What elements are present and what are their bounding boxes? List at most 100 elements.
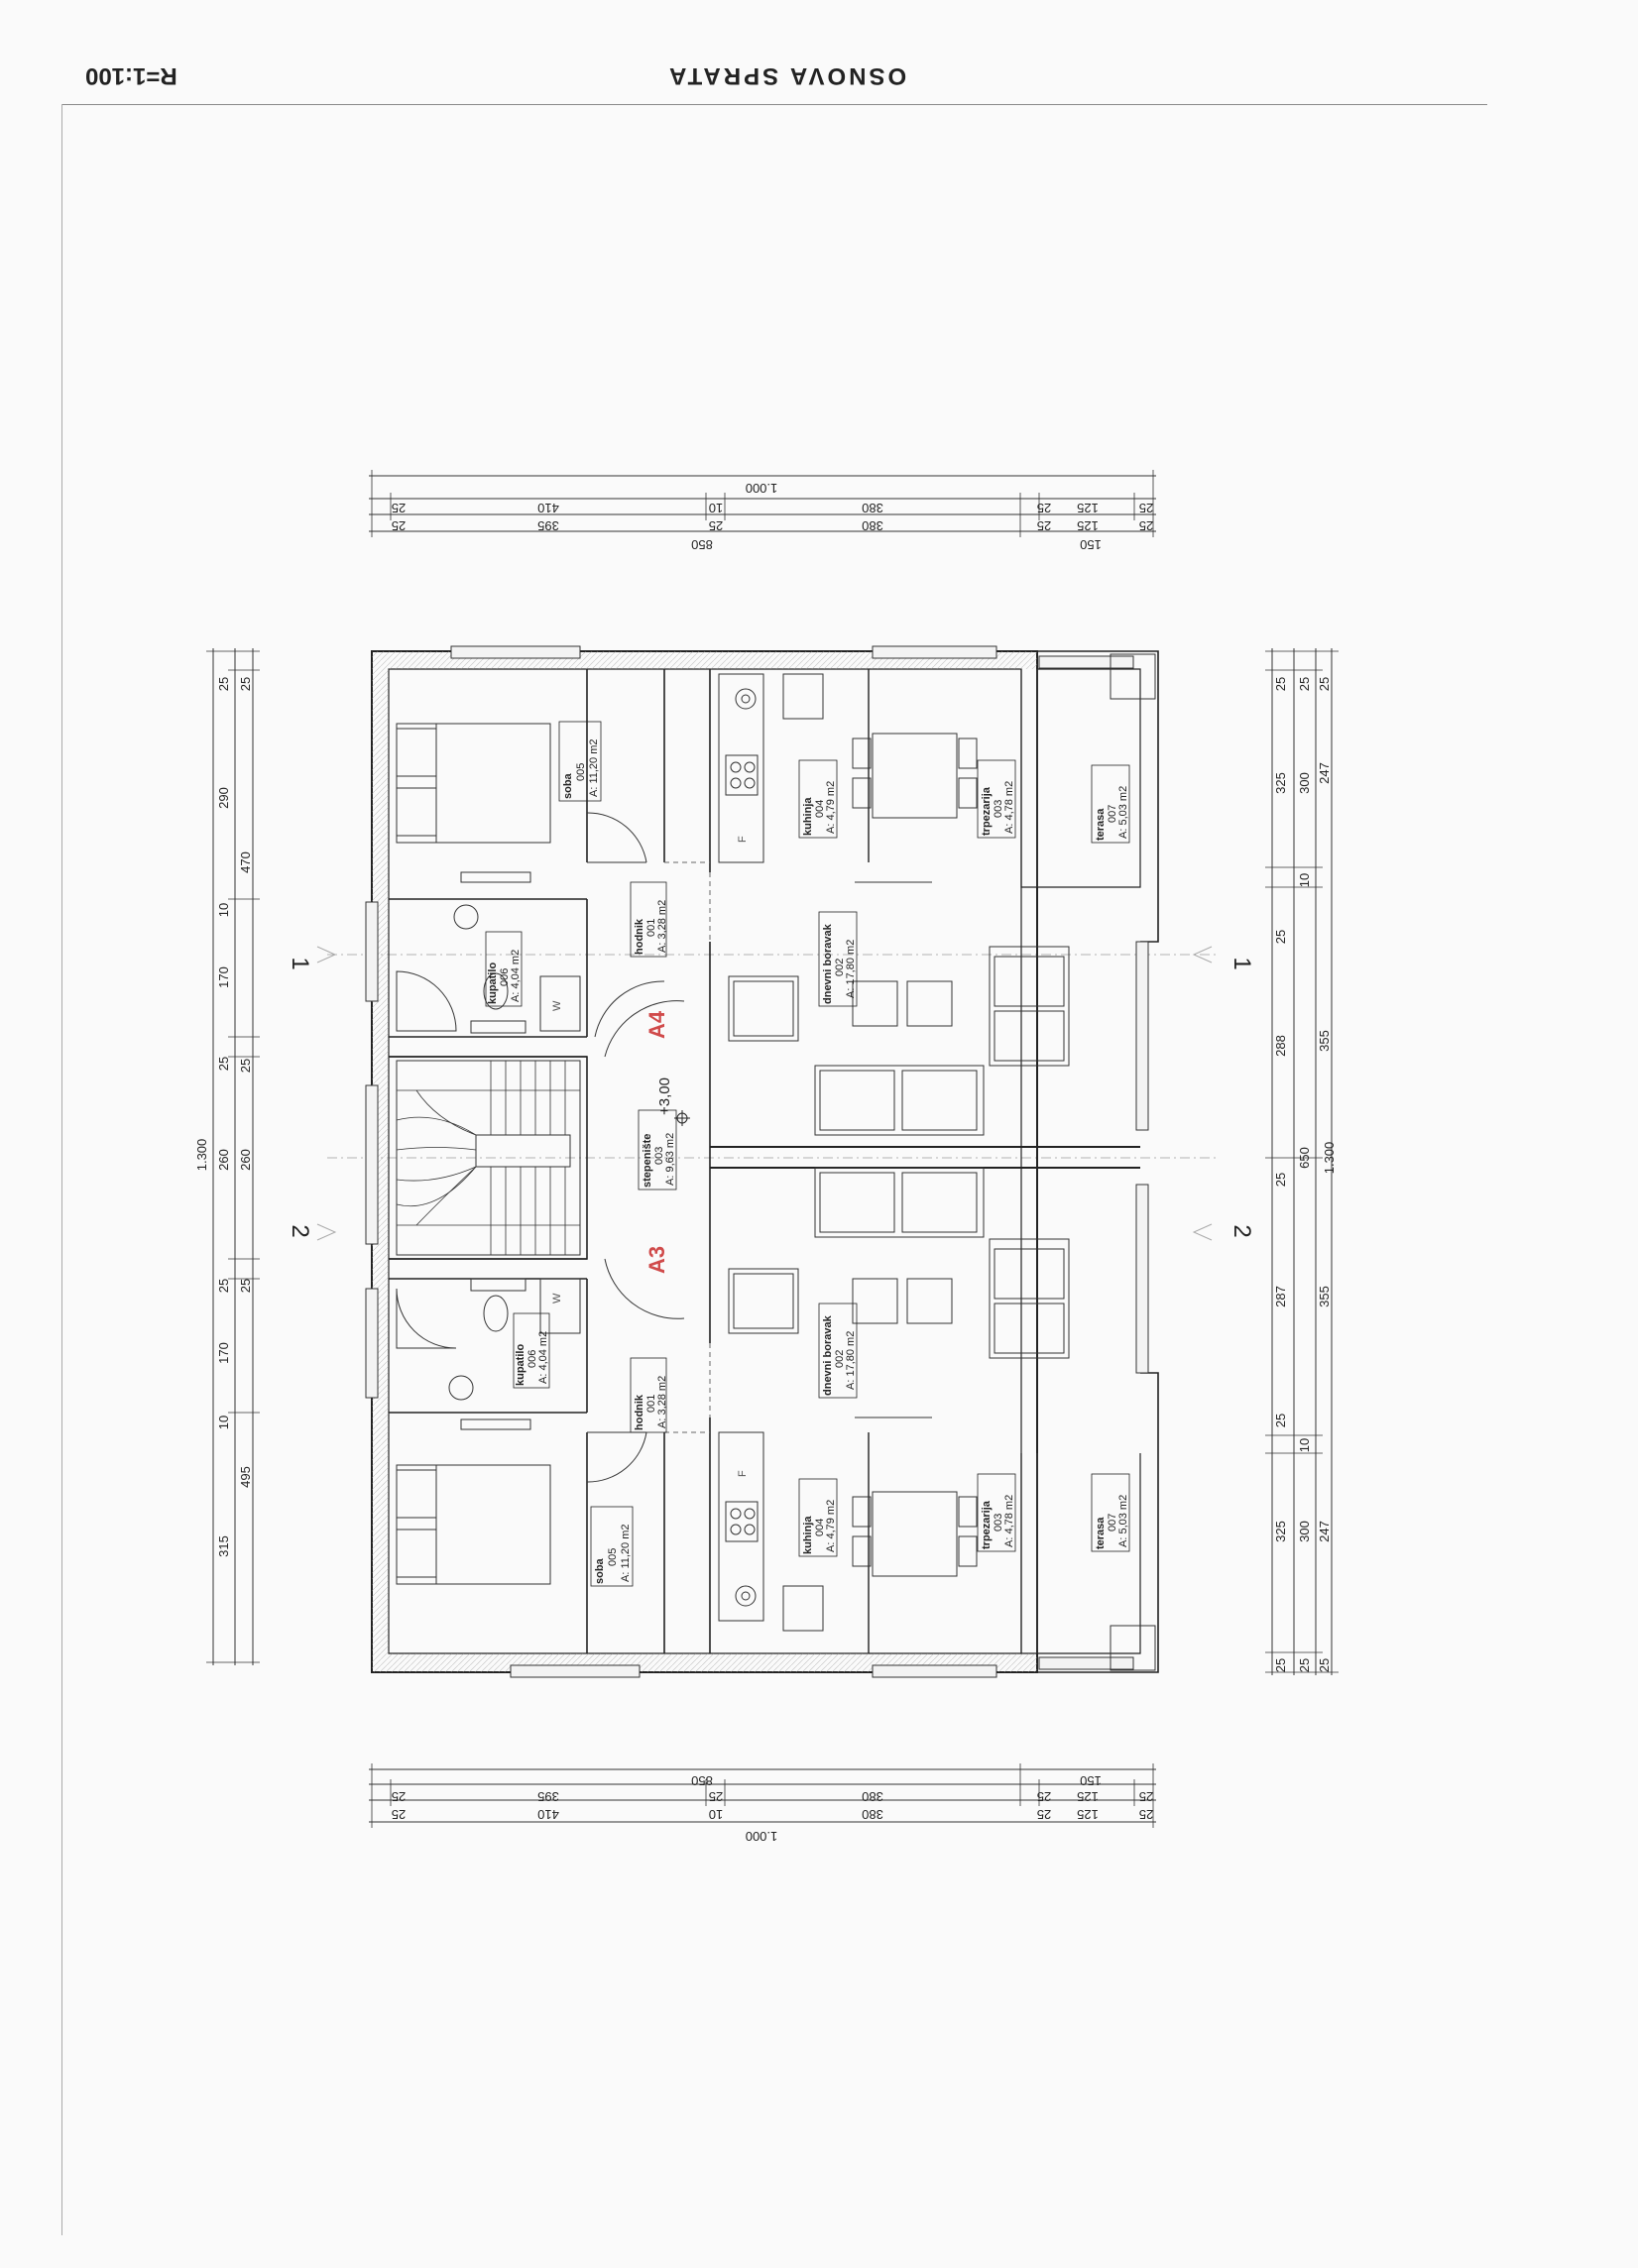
- window-left-stair: [365, 1084, 379, 1245]
- toilet-bottom: [448, 1375, 474, 1401]
- dim-label: 25: [1273, 1658, 1288, 1672]
- margin-rule: [61, 104, 62, 2235]
- dim-label: 325: [1273, 772, 1288, 794]
- shower-bottom: [396, 1288, 457, 1349]
- svg-text:A: 4,04 m2: A: 4,04 m2: [537, 1331, 549, 1384]
- window-left-bath: [365, 901, 379, 1002]
- window-right-living2: [1135, 1184, 1149, 1374]
- wall-fill: [372, 651, 1037, 1672]
- dining-table-bottom: [872, 1491, 958, 1577]
- section-marker-2-left: 2: [287, 1224, 313, 1237]
- dim-label: 25: [1297, 677, 1312, 691]
- room-top-trpezarija: trpezarija 003 A: 4,78 m2: [977, 759, 1016, 839]
- room-bottom-kuhinja: kuhinja 004 A: 4,79 m2: [798, 1478, 838, 1557]
- dim-label: 290: [216, 787, 231, 809]
- header-rule: [61, 104, 1487, 105]
- walls: [371, 650, 1159, 1673]
- svg-text:A: 4,04 m2: A: 4,04 m2: [510, 950, 522, 1002]
- dim-label: 25: [216, 1057, 231, 1071]
- outer-wall-inner: [388, 668, 1022, 1654]
- svg-text:dnevni boravak: dnevni boravak: [822, 1314, 834, 1396]
- dim-label: 287: [1273, 1286, 1288, 1307]
- washer-label-bottom: W: [551, 1293, 563, 1304]
- dim-label: 25: [238, 677, 253, 691]
- dim-label: 25: [392, 1789, 406, 1804]
- dim-label: 410: [537, 501, 559, 515]
- dim-label: 125: [1077, 501, 1099, 515]
- dim-label: 10: [216, 1416, 231, 1429]
- svg-text:A: 3,28 m2: A: 3,28 m2: [656, 1376, 668, 1428]
- svg-text:trpezarija: trpezarija: [981, 786, 993, 836]
- window-top-dining: [872, 645, 997, 659]
- window-top-bedroom: [450, 645, 581, 659]
- room-bottom-kupatilo: kupatilo 006 A: 4,04 m2: [513, 1312, 550, 1389]
- section-marker-2-right: 2: [1228, 1224, 1255, 1237]
- svg-text:A: 9,63 m2: A: 9,63 m2: [664, 1133, 676, 1186]
- kitchen-counter-bottom: [718, 1431, 764, 1622]
- dim-label: 850: [691, 537, 713, 552]
- dim-label: 410: [537, 1807, 559, 1822]
- outer-wall: [371, 650, 1038, 1673]
- right-dimensions: [1265, 648, 1339, 1675]
- dim-top-total: 1.000: [746, 481, 778, 496]
- dim-bottom-total: 1.000: [746, 1829, 778, 1844]
- dim-label: 395: [537, 518, 559, 533]
- dim-label: 650: [1297, 1147, 1312, 1169]
- dim-label: 125: [1077, 1789, 1099, 1804]
- room-bottom-hodnik: hodnik 001 A: 3,28 m2: [630, 1357, 668, 1433]
- dim-label: 25: [238, 1059, 253, 1073]
- dim-label: 25: [1139, 1789, 1153, 1804]
- dim-label: 25: [1273, 1414, 1288, 1427]
- svg-text:A: 17,80 m2: A: 17,80 m2: [845, 940, 857, 998]
- sofa-bottom-right: [989, 1238, 1070, 1359]
- fridge-label-top: F: [737, 836, 749, 843]
- dim-label: 10: [216, 903, 231, 917]
- dim-label: 470: [238, 851, 253, 873]
- svg-text:001: 001: [645, 919, 657, 937]
- svg-text:A: 11,20 m2: A: 11,20 m2: [620, 1525, 632, 1583]
- level-marker-icon: [674, 1110, 690, 1126]
- svg-text:007: 007: [1107, 1514, 1118, 1531]
- washer-label-top: W: [551, 1000, 563, 1011]
- dim-label: 260: [238, 1149, 253, 1171]
- dim-label: 380: [862, 1807, 883, 1822]
- dim-label: 10: [1297, 1438, 1312, 1452]
- dim-right-total: 1.300: [1322, 1142, 1337, 1175]
- dim-label: 25: [709, 1789, 723, 1804]
- dim-label: 247: [1317, 762, 1332, 784]
- svg-text:A: 4,78 m2: A: 4,78 m2: [1003, 781, 1015, 834]
- dim-label: 288: [1273, 1035, 1288, 1057]
- svg-text:007: 007: [1107, 805, 1118, 823]
- dim-label: 25: [1037, 518, 1051, 533]
- room-top-kuhinja: kuhinja 004 A: 4,79 m2: [798, 759, 838, 839]
- svg-text:A: 4,79 m2: A: 4,79 m2: [825, 1500, 837, 1552]
- svg-text:dnevni boravak: dnevni boravak: [822, 923, 834, 1004]
- right-dim-labels: 25 325 25 288 25 287 25 325 25 25 300 10…: [1273, 677, 1337, 1672]
- svg-text:kupatilo: kupatilo: [487, 963, 499, 1004]
- dim-label: 25: [1139, 501, 1153, 515]
- room-top-soba: soba 005 A: 11,20 m2: [558, 721, 602, 802]
- dim-label: 380: [862, 518, 883, 533]
- window-bottom-bedroom: [510, 1664, 641, 1678]
- svg-text:002: 002: [834, 959, 846, 976]
- door-top-apartment: [604, 1000, 685, 1058]
- section-marker-1-left: 1: [287, 957, 313, 969]
- dim-label: 355: [1317, 1286, 1332, 1307]
- room-labels: soba 005 A: 11,20 m2 kupatilo 006 A: 4,0…: [485, 721, 1130, 1587]
- dim-label: 25: [392, 1807, 406, 1822]
- windows: [365, 645, 1149, 1678]
- dim-label: 355: [1317, 1030, 1332, 1052]
- dim-label: 25: [216, 1279, 231, 1293]
- dim-label: 25: [1297, 1658, 1312, 1672]
- svg-text:A: 4,79 m2: A: 4,79 m2: [825, 781, 837, 834]
- svg-text:A: 5,03 m2: A: 5,03 m2: [1117, 1495, 1129, 1547]
- toilet-bottom-2: [483, 1295, 509, 1332]
- dim-label: 25: [392, 501, 406, 515]
- window-terrace-top: [1038, 655, 1134, 669]
- dim-label: 25: [392, 518, 406, 533]
- dim-label: 10: [709, 501, 723, 515]
- svg-text:hodnik: hodnik: [634, 918, 645, 955]
- washer-bottom: [539, 1278, 581, 1334]
- dim-label: 25: [1317, 677, 1332, 691]
